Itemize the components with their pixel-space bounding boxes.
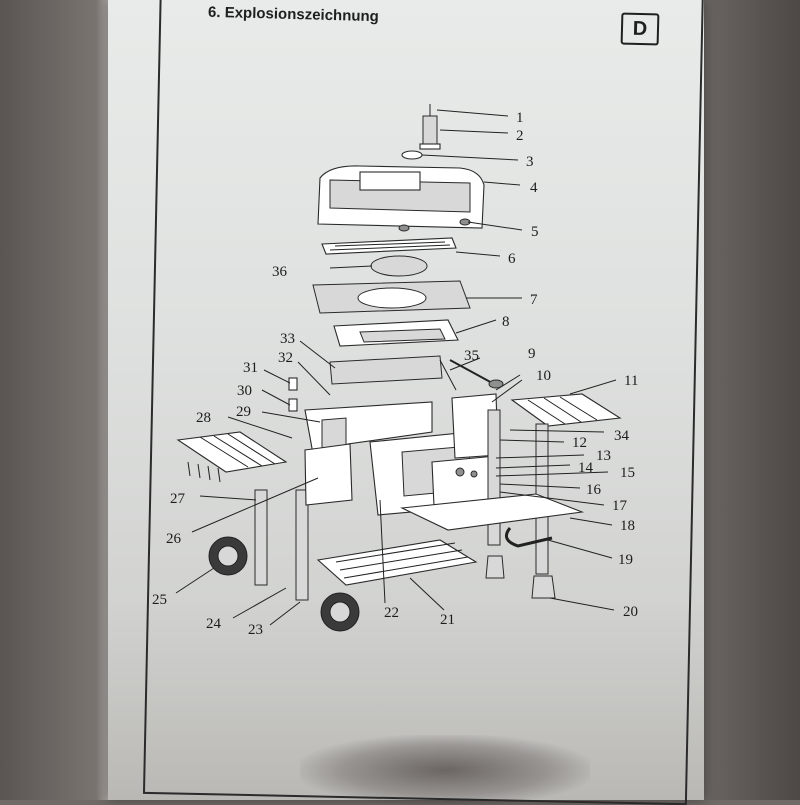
- callout-10: 10: [536, 368, 551, 384]
- clip-part: [288, 398, 298, 412]
- callout-20: 20: [623, 604, 638, 620]
- bottom-shelf-part: [316, 539, 478, 586]
- callout-34: 34: [614, 428, 630, 444]
- callout-14: 14: [578, 460, 594, 476]
- cooking-grate-part: [312, 280, 471, 314]
- callout-4: 4: [530, 180, 538, 196]
- callout-16: 16: [586, 482, 602, 498]
- callout-3: 3: [526, 154, 534, 170]
- right-side-table-part: [510, 393, 622, 427]
- foot-part: [531, 575, 556, 599]
- callout-6: 6: [508, 251, 516, 267]
- callout-25: 25: [152, 592, 167, 608]
- thermometer-part: [419, 104, 441, 150]
- callout-5: 5: [531, 224, 539, 240]
- left-side-table-part: [176, 431, 288, 483]
- callout-13: 13: [596, 448, 611, 464]
- foot-part: [485, 555, 505, 579]
- callout-12: 12: [572, 435, 587, 451]
- callout-23: 23: [248, 622, 263, 638]
- callout-35: 35: [464, 348, 479, 364]
- warming-rack-part: [321, 237, 457, 255]
- callout-33: 33: [280, 331, 295, 347]
- callout-24: 24: [206, 616, 222, 632]
- callout-7: 7: [530, 292, 538, 308]
- callout-27: 27: [170, 491, 186, 507]
- callout-28: 28: [196, 410, 211, 426]
- wheel-part: [320, 592, 360, 632]
- callout-30: 30: [237, 383, 252, 399]
- lid-knob-part: [401, 150, 423, 160]
- callout-18: 18: [620, 518, 635, 534]
- wheel-part: [208, 536, 248, 576]
- handle-part: [504, 527, 553, 548]
- leader-lines: [175, 109, 617, 626]
- callout-1: 1: [516, 110, 524, 126]
- clip-part: [288, 377, 298, 391]
- lower-tray-part: [400, 493, 585, 531]
- callout-31: 31: [243, 360, 258, 376]
- poker-tool-part: [449, 359, 504, 389]
- callout-9: 9: [528, 346, 536, 362]
- callout-11: 11: [624, 373, 638, 389]
- cart-legs-part: [254, 443, 353, 601]
- charcoal-tray-part: [333, 319, 459, 347]
- manual-page: [108, 0, 704, 800]
- callout-labels: 1 2 3 4 5 6 7 8 9 10 11 12 13 14 15 16 1…: [152, 110, 638, 638]
- callout-8: 8: [502, 314, 510, 330]
- callout-2: 2: [516, 128, 524, 144]
- callout-22: 22: [384, 605, 399, 621]
- callout-29: 29: [236, 404, 251, 420]
- callout-19: 19: [618, 552, 633, 568]
- hand-shadow: [300, 735, 590, 805]
- callout-32: 32: [278, 350, 293, 366]
- round-grate-insert-part: [370, 255, 428, 277]
- grill-lid-part: [317, 165, 485, 232]
- callout-36: 36: [272, 264, 288, 280]
- callout-26: 26: [166, 531, 182, 547]
- callout-21: 21: [440, 612, 455, 628]
- callout-17: 17: [612, 498, 628, 514]
- tray-bracket-part: [329, 355, 457, 391]
- callout-15: 15: [620, 465, 635, 481]
